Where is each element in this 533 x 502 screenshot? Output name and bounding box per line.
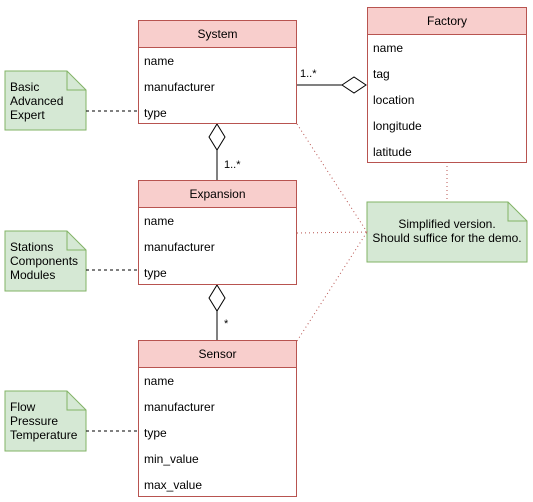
attr-expansion-name: name xyxy=(144,214,175,228)
note-fold-sensor xyxy=(66,391,86,411)
attr-sensor-min-value: min_value xyxy=(144,452,199,466)
aggregation-diamond-factory xyxy=(341,76,367,94)
note-shape-simplified xyxy=(366,201,528,263)
class-system[interactable]: System name manufacturer type xyxy=(138,20,297,124)
attr-sensor-max-value: max_value xyxy=(144,478,203,492)
multiplicity-system-expansion: 1..* xyxy=(224,159,241,171)
attr-system-name: name xyxy=(144,54,175,68)
class-sensor-title: Sensor xyxy=(139,341,296,368)
note-sensor-types: Flow Pressure Temperature xyxy=(10,400,77,442)
attr-sensor-name: name xyxy=(144,374,175,388)
note-shape-system xyxy=(4,70,87,131)
class-expansion-title: Expansion xyxy=(139,181,296,208)
note-line: Should suffice for the demo. xyxy=(372,231,522,245)
attr-factory-longitude: longitude xyxy=(373,119,422,133)
note-system-types: Basic Advanced Expert xyxy=(10,80,63,122)
attr-system-manufacturer: manufacturer xyxy=(144,80,215,94)
note-fold-system xyxy=(66,71,86,91)
note-line: Components xyxy=(10,254,79,268)
dotted-link-expansion xyxy=(296,231,368,234)
attr-factory-location: location xyxy=(373,93,415,107)
note-fold-expansion xyxy=(66,231,86,251)
class-sensor[interactable]: Sensor name manufacturer type min_value … xyxy=(138,340,297,497)
attr-sensor-type: type xyxy=(144,426,167,440)
note-simplified: Simplified version. Should suffice for t… xyxy=(367,217,527,245)
note-line: Advanced xyxy=(10,94,64,108)
note-line: Modules xyxy=(10,268,56,282)
aggregation-diamond-system xyxy=(208,123,226,151)
note-line: Simplified version. xyxy=(398,217,496,231)
class-factory-title: Factory xyxy=(368,8,526,35)
attr-factory-latitude: latitude xyxy=(373,145,412,159)
class-expansion[interactable]: Expansion name manufacturer type xyxy=(138,180,297,285)
attr-expansion-type: type xyxy=(144,266,167,280)
attr-factory-name: name xyxy=(373,41,404,55)
note-line: Pressure xyxy=(10,414,59,428)
attr-system-type: type xyxy=(144,106,167,120)
note-line: Flow xyxy=(10,400,36,414)
attr-expansion-manufacturer: manufacturer xyxy=(144,240,215,254)
dotted-link-system xyxy=(296,123,368,233)
attr-factory-tag: tag xyxy=(373,67,390,81)
note-line: Expert xyxy=(10,108,45,122)
aggregation-diamond-expansion xyxy=(208,284,226,312)
note-line: Temperature xyxy=(10,428,78,442)
attr-sensor-manufacturer: manufacturer xyxy=(144,400,215,414)
multiplicity-expansion-sensor: * xyxy=(224,318,229,330)
dotted-link-sensor xyxy=(296,231,368,342)
note-fold-simplified xyxy=(507,202,527,222)
class-system-title: System xyxy=(139,21,296,48)
note-line: Stations xyxy=(10,240,54,254)
multiplicity-system-factory: 1..* xyxy=(300,68,317,80)
class-factory[interactable]: Factory name tag location longitude lati… xyxy=(367,7,527,163)
note-expansion-types: Stations Components Modules xyxy=(10,240,78,282)
note-line: Basic xyxy=(10,80,40,94)
